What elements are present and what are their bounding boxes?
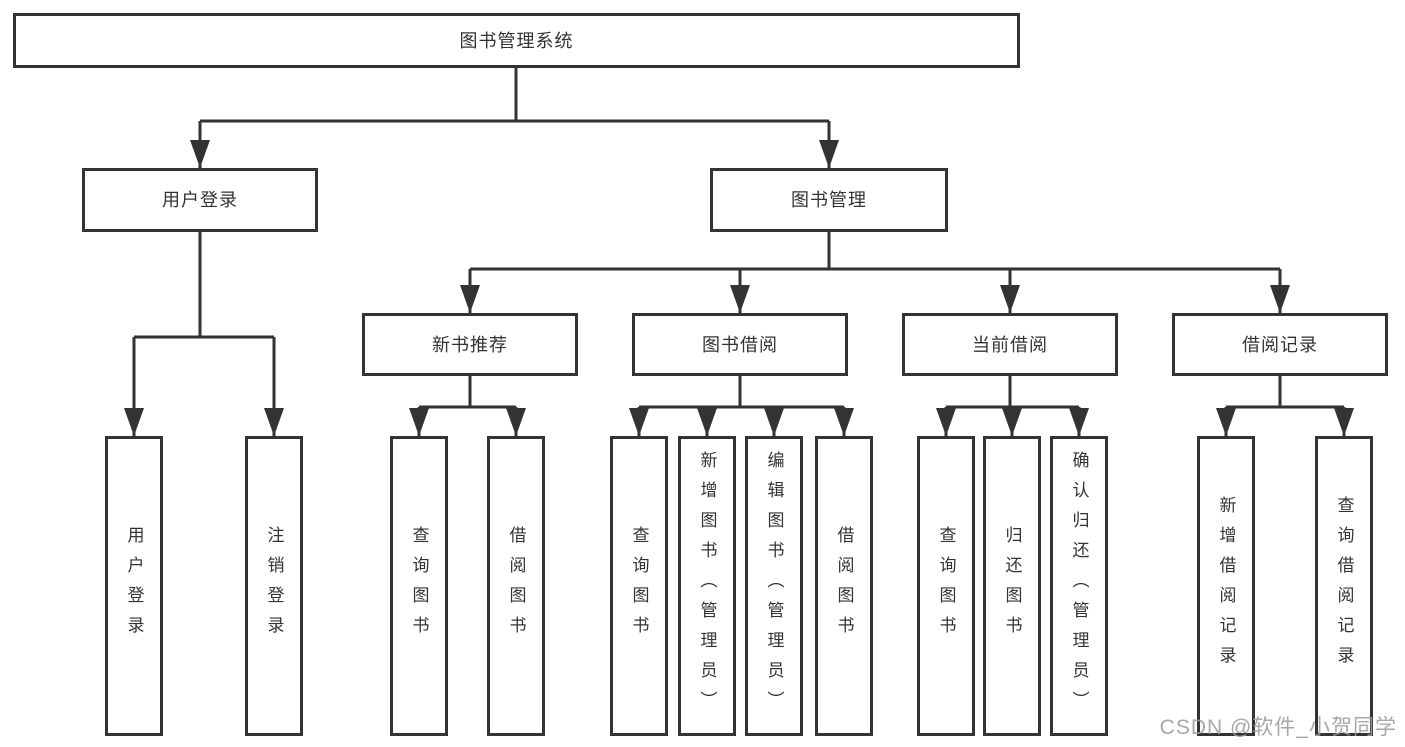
node-label: 当前借阅 [972,334,1048,355]
node-label: 图书管理 [791,190,867,210]
leaf-edit-book-admin: 编辑图书（管理员） [745,436,803,736]
leaf-borrow-books-borrowing: 借阅图书 [815,436,873,736]
node-user-login: 用户登录 [82,168,318,232]
node-borrowing-records: 借阅记录 [1172,313,1388,376]
node-book-borrowing: 图书借阅 [632,313,848,376]
node-label: 查询图书 [629,526,649,646]
leaf-query-borrow-record: 查询借阅记录 [1315,436,1373,736]
node-label: 查询图书 [409,526,429,646]
node-label: 查询图书 [936,526,956,646]
leaf-user-login: 用户登录 [105,436,163,736]
node-label: 编辑图书（管理员） [764,451,784,721]
leaf-query-books-recommend: 查询图书 [390,436,448,736]
node-label: 用户登录 [124,526,144,646]
node-label: 查询借阅记录 [1334,496,1354,676]
leaf-logout: 注销登录 [245,436,303,736]
node-label: 新增借阅记录 [1216,496,1236,676]
node-label: 图书借阅 [702,334,778,355]
leaf-add-book-admin: 新增图书（管理员） [678,436,736,736]
node-label: 图书管理系统 [459,30,574,51]
node-library-management-system: 图书管理系统 [13,13,1020,68]
leaf-query-books-borrowing: 查询图书 [610,436,668,736]
node-label: 确认归还（管理员） [1069,451,1089,721]
node-label: 借阅记录 [1242,334,1318,355]
node-new-book-recommendation: 新书推荐 [362,313,578,376]
node-label: 新书推荐 [432,334,508,355]
node-label: 归还图书 [1002,526,1022,646]
node-label: 新增图书（管理员） [697,451,717,721]
leaf-query-books-current: 查询图书 [917,436,975,736]
node-label: 借阅图书 [506,526,526,646]
leaf-add-borrow-record: 新增借阅记录 [1197,436,1255,736]
node-label: 借阅图书 [834,526,854,646]
node-book-management: 图书管理 [710,168,948,232]
leaf-return-books: 归还图书 [983,436,1041,736]
node-current-borrowing: 当前借阅 [902,313,1118,376]
csdn-watermark: CSDN @软件_小贺同学 [1159,716,1397,739]
leaf-confirm-return-admin: 确认归还（管理员） [1050,436,1108,736]
node-label: 注销登录 [264,526,284,646]
node-label: 用户登录 [162,190,238,210]
leaf-borrow-books-recommend: 借阅图书 [487,436,545,736]
